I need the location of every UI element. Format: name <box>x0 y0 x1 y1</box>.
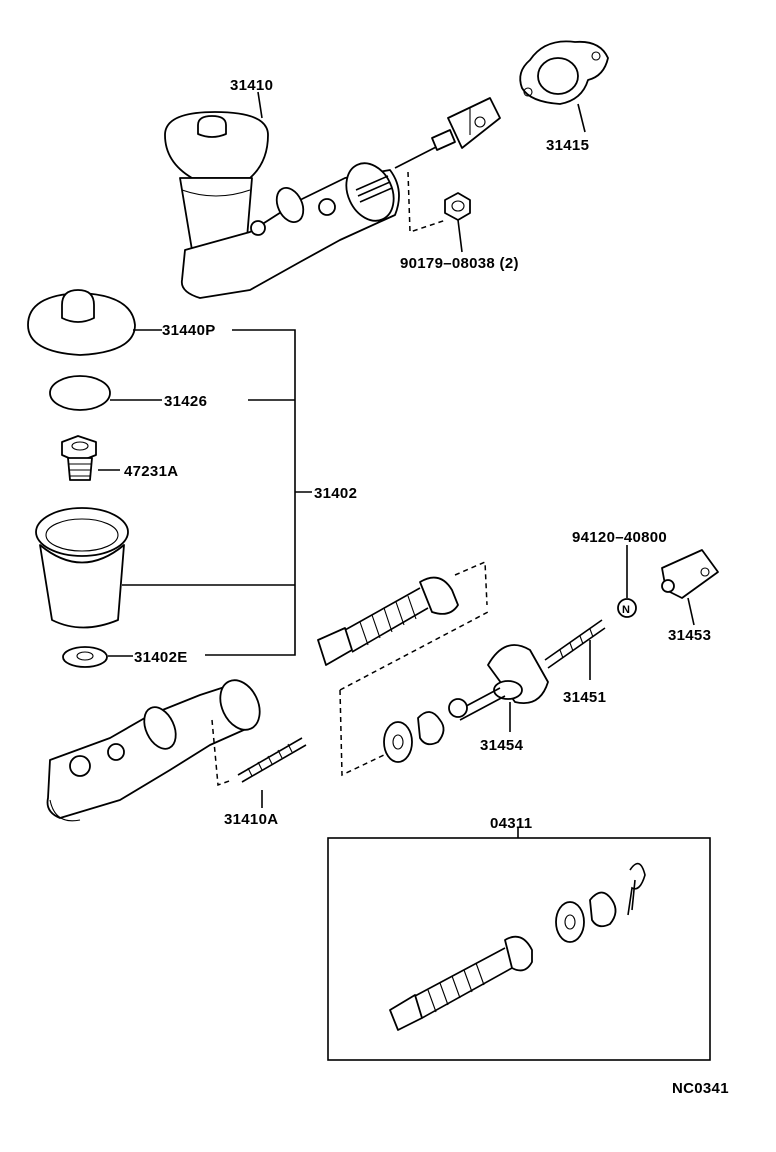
boot-31454-illustration <box>448 644 549 721</box>
label-94120-40800: 94120–40800 <box>572 529 667 546</box>
label-31453: 31453 <box>668 627 711 644</box>
label-47231A: 47231A <box>124 463 178 480</box>
nut-marker: N <box>617 545 637 618</box>
master-cylinder-assembly-illustration <box>164 97 501 299</box>
label-04311: 04311 <box>490 815 532 832</box>
label-31426: 31426 <box>164 393 207 410</box>
nut-marker-letter: N <box>622 604 630 616</box>
reservoir-illustration <box>35 507 129 629</box>
label-31410: 31410 <box>230 77 273 94</box>
label-31402E: 31402E <box>134 649 188 666</box>
piston-spring-illustration <box>317 560 489 777</box>
label-31451: 31451 <box>563 689 606 706</box>
cup-seal-illustration <box>383 711 445 763</box>
push-rod-31451-illustration <box>544 619 606 669</box>
diagram-code: NC0341 <box>672 1080 729 1097</box>
leader-31410 <box>257 91 263 119</box>
label-31440P: 31440P <box>162 322 216 339</box>
label-31402: 31402 <box>314 485 357 502</box>
nut-90179-illustration <box>444 192 471 221</box>
leader-31415 <box>577 103 586 133</box>
gasket-31415-illustration <box>519 40 609 105</box>
washer-31402E-illustration <box>62 646 108 668</box>
reservoir-cap-31440P-illustration <box>27 289 136 356</box>
label-31410A: 31410A <box>224 811 278 828</box>
assembly-31402-bracket <box>98 329 312 657</box>
repair-kit-04311-box <box>327 828 711 1061</box>
leader-90179 <box>457 219 463 253</box>
stud-31410A-illustration <box>237 737 307 783</box>
label-31415: 31415 <box>546 137 589 154</box>
label-31454: 31454 <box>480 737 524 754</box>
label-90179-08038: 90179–08038 (2) <box>400 255 519 272</box>
clevis-31453-illustration <box>661 549 719 626</box>
bolt-47231A-illustration <box>61 435 97 481</box>
cylinder-body-illustration <box>46 679 261 822</box>
seal-31426-illustration <box>49 375 111 411</box>
